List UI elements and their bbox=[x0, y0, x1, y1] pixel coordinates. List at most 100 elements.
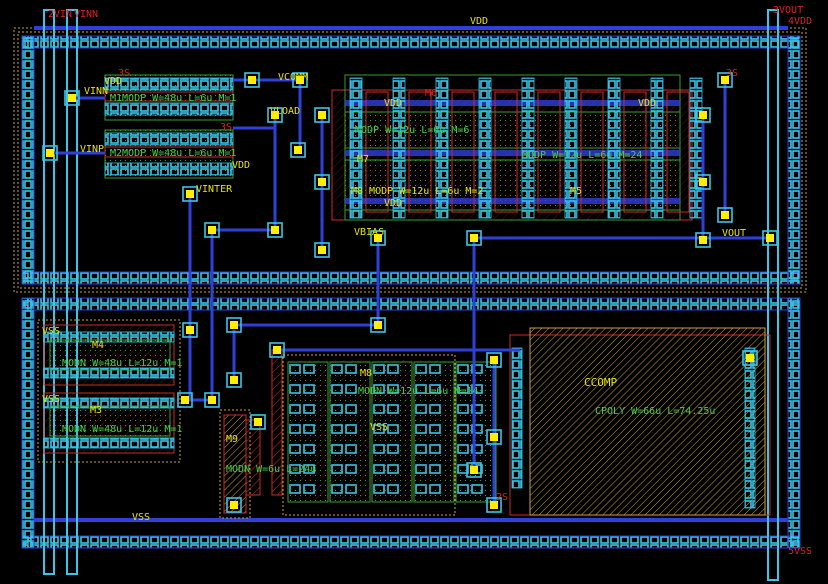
pmos-finger bbox=[650, 77, 664, 219]
via bbox=[695, 232, 711, 248]
label-vdd-m6: VDD bbox=[638, 98, 656, 109]
via bbox=[466, 230, 482, 246]
pin-4vdd: 4VDD bbox=[788, 16, 812, 27]
via-cut bbox=[318, 111, 326, 119]
via-cut bbox=[766, 234, 774, 242]
via bbox=[250, 414, 266, 430]
label-vdd-m8: VDD bbox=[384, 198, 402, 209]
label-m8-top: M8 MODP W=12u L=6u M=2 bbox=[351, 186, 483, 197]
label-s4: 2S bbox=[496, 492, 508, 503]
via-cut bbox=[721, 76, 729, 84]
via bbox=[226, 497, 242, 513]
label-vss-a: VSS bbox=[42, 326, 60, 337]
net-labels: VDD VSS VINN VINP VCOMM VLOAD VINTER VBI… bbox=[80, 16, 746, 523]
via bbox=[182, 322, 198, 338]
label-m3-body: MODN W=48u L=12u M=1 bbox=[62, 424, 182, 435]
pmos-gate bbox=[365, 91, 389, 213]
pmos-gate bbox=[580, 91, 604, 213]
net-vcomm: VCOMM bbox=[278, 72, 308, 83]
ccomp-capacitor bbox=[509, 327, 771, 516]
via bbox=[742, 350, 758, 366]
pmos-gate bbox=[451, 91, 475, 213]
via bbox=[177, 392, 193, 408]
net-vinn: VINN bbox=[84, 86, 108, 97]
via-cut bbox=[230, 501, 238, 509]
label-m4-name: M4 bbox=[92, 340, 104, 351]
via bbox=[695, 107, 711, 123]
label-vss-b: VSS bbox=[42, 394, 60, 405]
via-cut bbox=[470, 466, 478, 474]
m1-transistor bbox=[104, 74, 234, 121]
label-m5-body: MODP W=12u L=6u M=24 bbox=[522, 150, 642, 161]
via-cut bbox=[208, 226, 216, 234]
net-vinter: VINTER bbox=[196, 184, 233, 195]
via-cut bbox=[230, 321, 238, 329]
m8-active bbox=[455, 361, 497, 503]
label-m3-name: M3 bbox=[90, 405, 102, 416]
pin-labels: 2VIN VINN 3VOUT 4VDD 5VSS bbox=[48, 5, 812, 557]
m8-active bbox=[287, 361, 329, 503]
via-cut bbox=[186, 326, 194, 334]
net-vss-bottom: VSS bbox=[132, 512, 150, 523]
via bbox=[269, 342, 285, 358]
via bbox=[42, 145, 58, 161]
via-cut bbox=[254, 418, 262, 426]
pmos-gate bbox=[537, 91, 561, 213]
via-cut bbox=[230, 376, 238, 384]
vss-guard-ring bbox=[21, 297, 801, 549]
via bbox=[717, 207, 733, 223]
pmos-finger bbox=[689, 77, 703, 219]
net-vout: VOUT bbox=[722, 228, 746, 239]
pin-columns bbox=[43, 9, 779, 581]
via bbox=[466, 462, 482, 478]
label-d-vdd: VDD bbox=[104, 76, 122, 87]
via bbox=[64, 90, 80, 106]
label-m8-vss: VSS bbox=[370, 422, 388, 433]
via-cut bbox=[374, 321, 382, 329]
via-cut bbox=[248, 76, 256, 84]
net-vbias: VBIAS bbox=[354, 227, 384, 238]
via bbox=[267, 107, 283, 123]
pmos-finger-columns bbox=[349, 77, 703, 219]
label-s1: 3S bbox=[118, 68, 130, 79]
pmos-finger bbox=[349, 77, 363, 219]
pmos-finger bbox=[607, 77, 621, 219]
via-cut bbox=[181, 396, 189, 404]
label-m2: M2MODP W=48u L=6u M=1 bbox=[110, 148, 236, 159]
net-vload: VLOAD bbox=[270, 106, 300, 117]
via bbox=[292, 72, 308, 88]
via-cut bbox=[746, 354, 754, 362]
label-ccomp-body: CPOLY W=66u L=74.25u bbox=[595, 406, 715, 417]
pmos-finger bbox=[478, 77, 492, 219]
via bbox=[244, 72, 260, 88]
via bbox=[370, 230, 386, 246]
via bbox=[267, 222, 283, 238]
via-cut bbox=[294, 146, 302, 154]
label-m9-name: M9 bbox=[226, 434, 238, 445]
via-cut bbox=[318, 178, 326, 186]
misc-labels: VDD 3S 3S 3S 2S VSS VSS VDD VDD VDD VDD bbox=[42, 68, 738, 503]
net-vinp: VINP bbox=[80, 144, 104, 155]
via bbox=[204, 222, 220, 238]
via bbox=[226, 317, 242, 333]
pmos-gate bbox=[494, 91, 518, 213]
net-vdd-top: VDD bbox=[470, 16, 488, 27]
pmos-finger bbox=[521, 77, 535, 219]
m2-transistor bbox=[104, 129, 234, 179]
via-cut bbox=[296, 76, 304, 84]
via-cut bbox=[490, 501, 498, 509]
via bbox=[290, 142, 306, 158]
label-m4-body: MODN W=48u L=12u M=1 bbox=[62, 358, 182, 369]
via bbox=[314, 107, 330, 123]
label-m5-name: M5 bbox=[570, 186, 582, 197]
via-cut bbox=[68, 94, 76, 102]
via bbox=[226, 372, 242, 388]
pmos-finger bbox=[392, 77, 406, 219]
via-cut bbox=[699, 178, 707, 186]
pin-2vinn-b: VINN bbox=[74, 9, 98, 20]
pmos-gate bbox=[666, 91, 690, 213]
via-cut bbox=[470, 234, 478, 242]
label-m9-body: MODN W=6u L=24u bbox=[226, 464, 316, 475]
pmos-finger bbox=[564, 77, 578, 219]
via-cut bbox=[273, 346, 281, 354]
